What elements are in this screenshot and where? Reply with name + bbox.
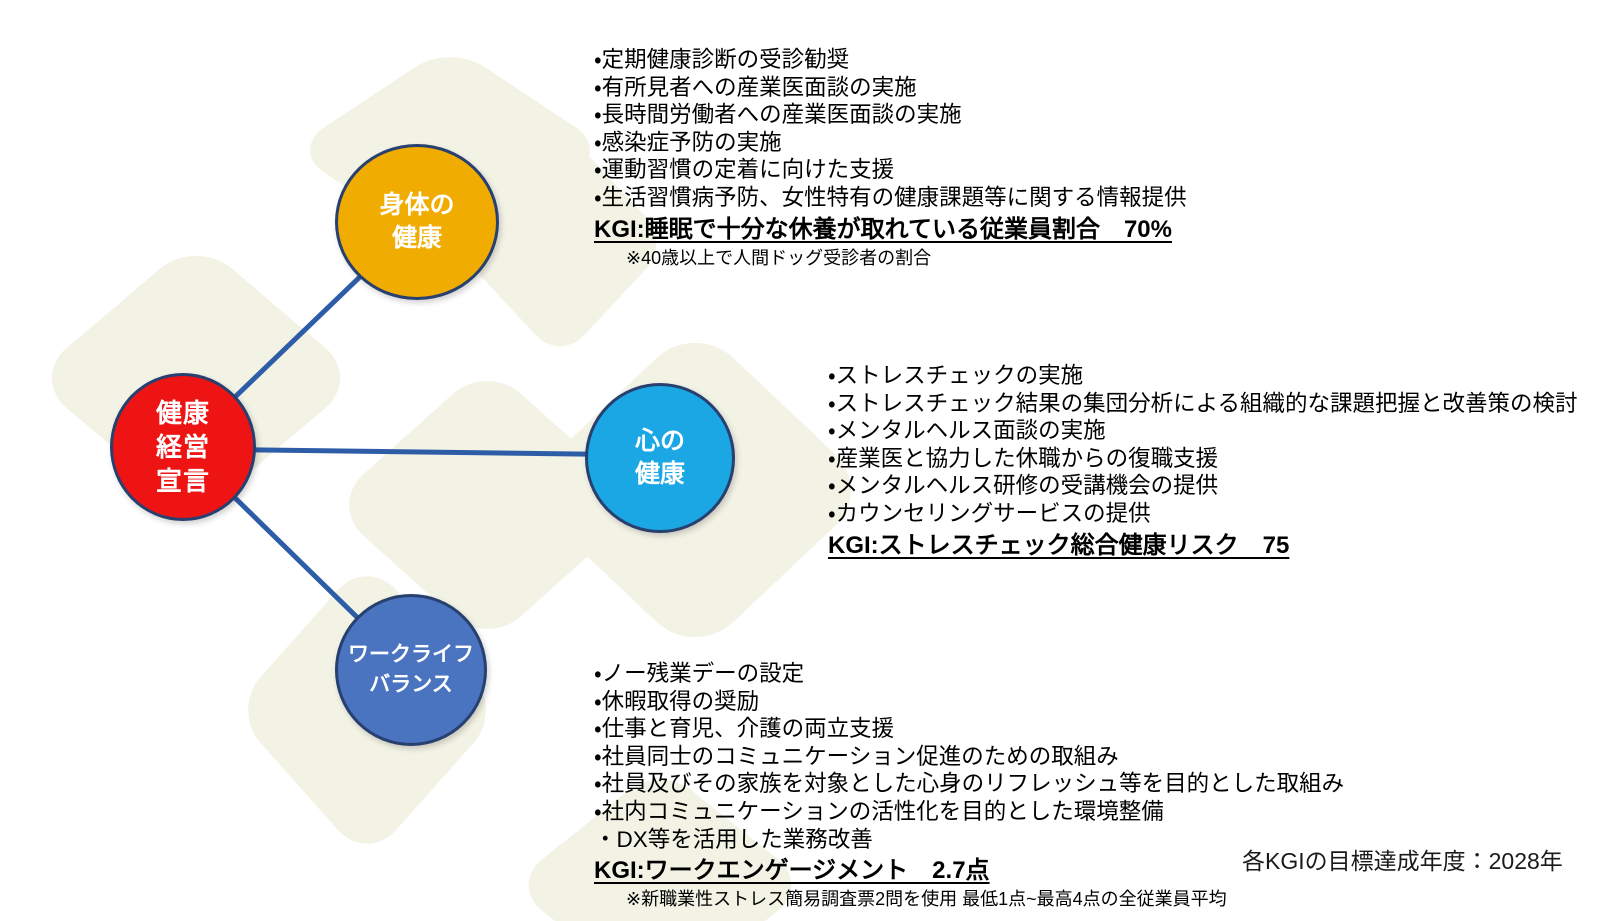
node-physical-health: 身体の 健康 (335, 144, 499, 300)
bullet-item: ・DX等を活用した業務改善 (594, 826, 873, 852)
mental-health-details: ・ストレスチェックの実施 ・ストレスチェック結果の集団分析による組織的な課題把握… (828, 362, 1577, 561)
bullet-item: ・休暇取得の奨励 (594, 688, 760, 714)
bullet-item: ・感染症予防の実施 (594, 129, 782, 155)
node-label-line: 心の (634, 427, 685, 455)
bullet-item: ・メンタルヘルス研修の受講機会の提供 (828, 473, 1219, 499)
worklife-balance-details: ・ノー残業デーの設定 ・休暇取得の奨励 ・仕事と育児、介護の両立支援 ・社員同士… (594, 660, 1344, 912)
kgi-mental: KGI:ストレスチェック総合健康リスク 75 (828, 531, 1290, 559)
bullet-item: ・定期健康診断の受診勧奨 (594, 47, 850, 72)
node-label-line: 身体の (379, 191, 455, 219)
bullet-item: ・ノー残業デーの設定 (594, 661, 805, 686)
node-root-declaration: 健康 経営 宣言 (110, 373, 256, 521)
bullet-item: ・カウンセリングサービスの提供 (828, 500, 1151, 526)
bullet-item: ・社内コミュニケーションの活性化を目的とした環境整備 (594, 798, 1164, 824)
bullet-item: ・ストレスチェック結果の集団分析による組織的な課題把握と改善策の検討 (828, 390, 1578, 416)
bullet-item: ・社員同士のコミュニケーション促進のための取組み (594, 743, 1119, 769)
bullet-item: ・有所見者への産業医面談の実施 (594, 74, 917, 100)
node-label-line: ワークライフ (348, 643, 474, 666)
node-worklife-balance: ワークライフ バランス (335, 594, 487, 746)
bullet-item: ・ストレスチェックの実施 (828, 363, 1084, 388)
bullet-item: ・運動習慣の定着に向けた支援 (594, 157, 895, 183)
footnote-worklife: ※新職業性ストレス簡易調査票2問を使用 最低1点~最高4点の全従業員平均 (626, 889, 1227, 910)
footnote-physical: ※40歳以上で人間ドッグ受診者の割合 (626, 247, 932, 268)
node-label-line: 健康 (634, 460, 685, 488)
bullet-item: ・メンタルヘルス面談の実施 (828, 418, 1106, 444)
connector-line-mental (180, 446, 663, 458)
bullet-item: ・長時間労働者への産業医面談の実施 (594, 102, 962, 128)
bullet-item: ・生活習慣病予防、女性特有の健康課題等に関する情報提供 (594, 184, 1187, 210)
background-diamond (528, 779, 792, 921)
background-diamond (349, 381, 625, 629)
physical-health-details: ・定期健康診断の受診勧奨 ・有所見者への産業医面談の実施 ・長時間労働者への産業… (594, 46, 1187, 271)
bullet-item: ・社員及びその家族を対象とした心身のリフレッシュ等を目的とした取組み (594, 771, 1345, 797)
bullet-item: ・産業医と協力した休職からの復職支援 (828, 445, 1219, 471)
node-mental-health: 心の 健康 (585, 383, 735, 533)
node-label-line: バランス (369, 673, 453, 696)
node-label-line: 健康 (391, 224, 442, 252)
kgi-worklife: KGI:ワークエンゲージメント 2.7点 (594, 857, 990, 885)
kgi-physical: KGI:睡眠で十分な休養が取れている従業員割合 70% (594, 215, 1172, 243)
node-label-line: 経営 (155, 432, 210, 462)
kgi-target-year: 各KGIの目標達成年度：2028年 (1242, 848, 1563, 874)
background-diamond (463, 139, 657, 347)
node-label-line: 健康 (155, 398, 210, 428)
node-label-line: 宣言 (155, 466, 210, 496)
bullet-item: ・仕事と育児、介護の両立支援 (594, 716, 895, 742)
